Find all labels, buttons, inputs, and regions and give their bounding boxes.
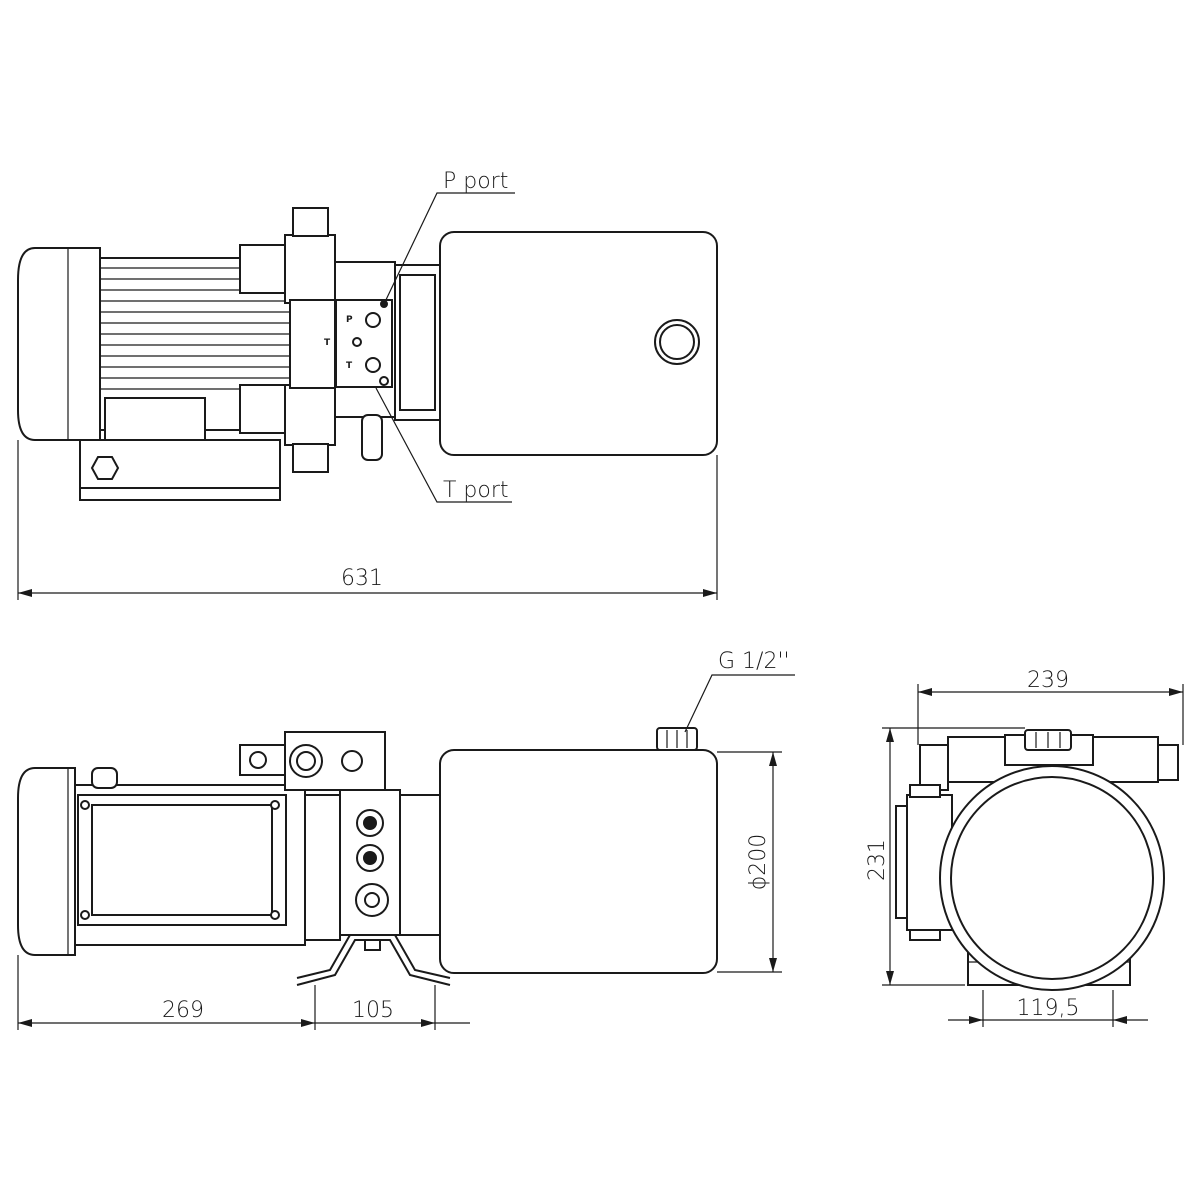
- dim-631: 631: [341, 566, 383, 591]
- block-label-t: T: [324, 338, 331, 348]
- flange: [394, 264, 441, 421]
- motor-base: [79, 439, 281, 501]
- dimension-239: 239: [917, 668, 1184, 745]
- pump-block: [239, 731, 386, 941]
- dim-239: 239: [1027, 668, 1069, 693]
- p-port-callout: P port: [383, 169, 515, 305]
- motor-body: [74, 767, 306, 946]
- mounting-feet: [296, 934, 451, 986]
- t-port-callout: T port: [375, 387, 512, 503]
- tank-circle: [939, 765, 1165, 991]
- dimension-tank-diameter: ϕ200: [717, 751, 782, 973]
- pump-block: [239, 207, 336, 473]
- oil-tank: [439, 231, 718, 456]
- oil-tank: [439, 727, 718, 974]
- valve-manifold: T P T: [324, 261, 396, 461]
- t-port-label: T port: [443, 478, 509, 503]
- motor-fan-cover: [17, 247, 101, 441]
- dimension-269: 269: [17, 955, 316, 1030]
- g-port-label: G 1/2'': [718, 649, 790, 674]
- motor-fan-cover: [17, 767, 76, 956]
- g-port-callout: G 1/2'': [684, 649, 795, 733]
- block-label-t-small: T: [346, 361, 353, 371]
- dim-diameter-200: ϕ200: [746, 834, 771, 891]
- p-port-label: P port: [443, 169, 508, 194]
- dimension-overall-length: 631: [17, 440, 718, 600]
- dim-119-5: 119,5: [1017, 996, 1080, 1021]
- dim-231: 231: [865, 839, 890, 881]
- dimension-119-5: 119,5: [948, 990, 1148, 1027]
- flange: [399, 794, 441, 936]
- base-bolt-hex: [90, 456, 120, 480]
- dimension-231: 231: [865, 727, 1025, 986]
- side-view: 239 231 119,5: [865, 668, 1184, 1027]
- dimension-105: 105: [315, 985, 470, 1030]
- top-view: T P T P port T port: [17, 169, 718, 600]
- front-view: G 1/2'' ϕ200 269 105: [17, 649, 795, 1030]
- block-label-p-small: P: [346, 315, 353, 325]
- dim-105: 105: [352, 998, 394, 1023]
- dim-269: 269: [162, 998, 204, 1023]
- valve-manifold: [339, 789, 401, 936]
- pump-bar: [919, 729, 1179, 791]
